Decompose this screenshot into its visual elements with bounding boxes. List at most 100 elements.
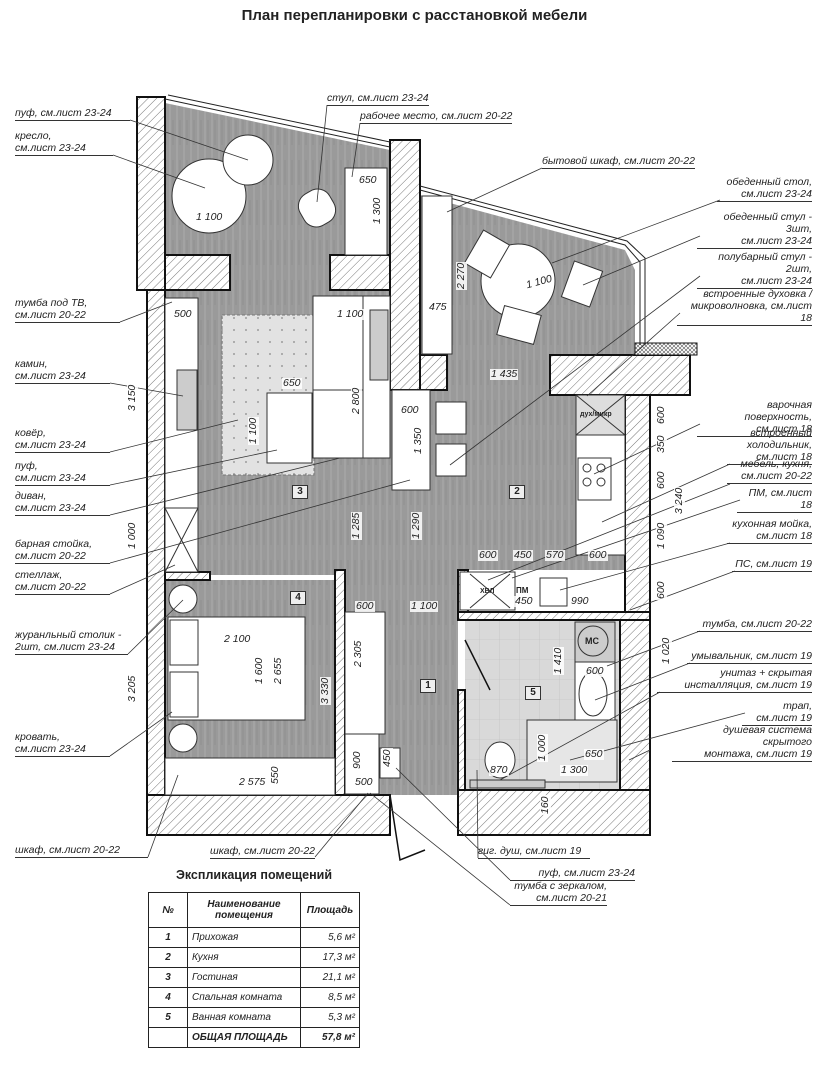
floor-opening [230, 255, 330, 290]
label-pouf-top: пуф, см.лист 23-24 [15, 107, 130, 121]
dimension: 1 435 [490, 368, 519, 380]
oven-tag: дух/микр [580, 411, 612, 418]
pm-tag: ПМ [516, 586, 529, 595]
bedroom-wardrobe [164, 757, 336, 796]
label-armchair: кресло, см.лист 23-24 [15, 130, 113, 156]
washbasin [578, 671, 608, 717]
dimension: 1 350 [412, 426, 424, 455]
dimension: 1 290 [410, 511, 422, 540]
nightstand-1 [168, 584, 198, 614]
dimension: 1 600 [253, 656, 265, 685]
dimension: 350 [655, 434, 667, 454]
leader-lines [109, 104, 746, 906]
dimension: 990 [570, 595, 590, 607]
dimension: 2 800 [350, 386, 362, 415]
dimension: 1 100 [247, 416, 259, 445]
dimension: 475 [428, 301, 448, 313]
dimension: 500 [173, 308, 193, 320]
chair [297, 188, 337, 228]
explication-title: Экспликация помещений [175, 868, 333, 882]
dimension: 600 [588, 549, 608, 561]
doors [389, 639, 491, 862]
dining-chair-3 [496, 304, 542, 346]
label-bed: кровать, см.лист 23-24 [15, 731, 110, 757]
table-header: № Наименование помещения Площадь [148, 892, 360, 928]
label-hygienic-shower: гиг. душ, см.лист 19 [478, 845, 590, 859]
walls [136, 96, 698, 836]
pm-niche [459, 571, 516, 611]
label-dining-table: обеденный стол, см.лист 23-24 [717, 176, 812, 202]
dimension: 1 100 [336, 308, 365, 320]
label-sofa: диван, см.лист 23-24 [15, 490, 110, 516]
dimension: 450 [514, 595, 534, 607]
label-pouf-living: пуф, см.лист 23-24 [15, 460, 110, 486]
dining-chair-2 [560, 260, 604, 308]
room-number-2: 2 [509, 485, 525, 499]
dimension: 2 100 [223, 633, 252, 645]
room-number: 4 [148, 987, 188, 1008]
household-cabinet [421, 195, 453, 355]
dimension: 1 300 [371, 196, 383, 225]
dimension: 600 [400, 404, 420, 416]
label-workplace: рабочее место, см.лист 20-22 [360, 110, 513, 124]
room-name: Гостиная [187, 967, 301, 988]
dimension: 1 410 [552, 646, 564, 675]
label-mirror-cabinet: тумба с зеркалом, см.лист 20-21 [510, 880, 607, 906]
dimension: 2 575 [238, 776, 267, 788]
header-number: № [148, 892, 188, 928]
room-number: 3 [148, 967, 188, 988]
dimension: 900 [351, 750, 363, 770]
room-number-4: 4 [290, 591, 306, 605]
label-oven-microwave: встроенные духовка / микроволновка, см.л… [677, 288, 812, 326]
label-pouf-corridor: пуф, см.лист 23-24 [510, 867, 635, 881]
armchair [171, 158, 247, 234]
dimension: 550 [269, 765, 281, 785]
label-cooktop: варочная поверхность, см.лист 18 [697, 399, 812, 437]
label-bedroom-wardrobe: шкаф, см.лист 20-22 [15, 844, 148, 858]
label-kitchen-furniture: мебель, кухня, см.лист 20-22 [727, 458, 812, 484]
label-shelving: стеллаж, см.лист 20-22 [15, 569, 110, 595]
label-tv-stand: тумба под ТВ, см.лист 20-22 [15, 297, 120, 323]
room-name: Спальная комната [187, 987, 301, 1008]
dimension: 650 [358, 174, 378, 186]
room-area: 17,3 м² [300, 947, 360, 968]
label-toilet: унитаз + скрытая инсталляция, см.лист 19 [657, 667, 812, 693]
dimension: 3 330 [319, 676, 331, 705]
xvl-tag: ХВЛ [480, 588, 495, 595]
dimension: 3 150 [126, 383, 138, 412]
dimension: 600 [655, 405, 667, 425]
room-number-1: 1 [420, 679, 436, 693]
corridor-wardrobe [344, 611, 386, 735]
dimension: 650 [282, 377, 302, 389]
dimension: 600 [478, 549, 498, 561]
bar-stool-1 [435, 401, 467, 435]
drawing-title: План перепланировки с расстановкой мебел… [241, 7, 588, 24]
dimension: 600 [655, 580, 667, 600]
label-fridge: встроенный холодильник, см.лист 18 [727, 427, 812, 465]
label-coffee-table: журанльный столик - 2шт, см.лист 23-24 [15, 629, 128, 655]
room-number-5: 5 [525, 686, 541, 700]
label-chair: стул, см.лист 23-24 [327, 92, 429, 106]
dimension: 2 270 [455, 261, 467, 290]
dimension: 1 100 [410, 600, 439, 612]
label-shower-system: душевая система скрытого монтажа, см.лис… [672, 724, 812, 762]
label-washing-machine: ПС, см.лист 19 [732, 558, 812, 572]
room-area: 5,6 м² [300, 927, 360, 948]
room-name: Прихожая [187, 927, 301, 948]
dimension: 1 300 [560, 764, 589, 776]
radiator [369, 309, 389, 381]
dimension: 500 [354, 776, 374, 788]
dimension: 870 [489, 764, 509, 776]
room-number: 5 [148, 1007, 188, 1028]
dimension: 160 [539, 795, 551, 815]
label-corridor-wardrobe: шкаф, см.лист 20-22 [210, 845, 316, 859]
dimension: 450 [381, 748, 393, 768]
header-name: Наименование помещения [187, 892, 301, 928]
dimension: 3 240 [673, 486, 685, 515]
